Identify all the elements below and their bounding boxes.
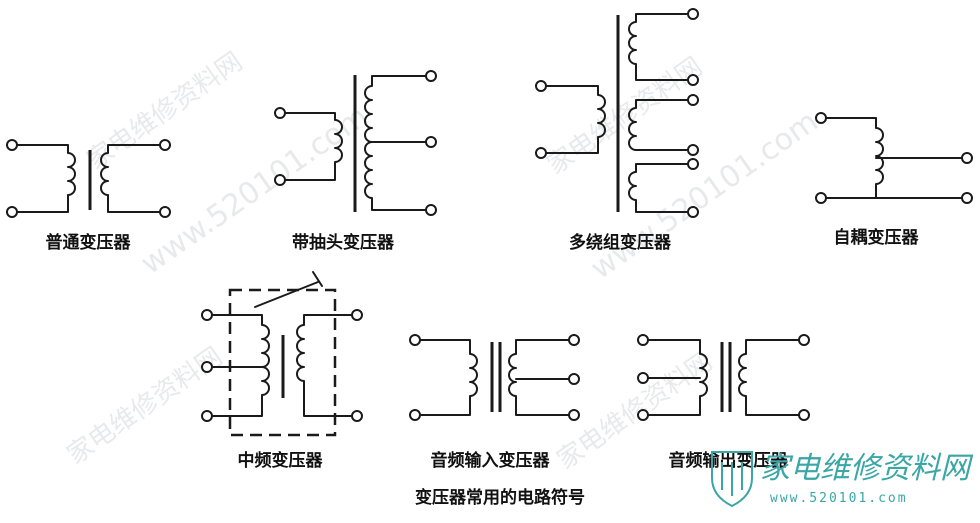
tuning-arrow (254, 281, 319, 308)
terminal (798, 334, 810, 346)
primary-winding (545, 85, 606, 154)
label-multi-winding: 多绕组变压器 (569, 232, 672, 253)
autotransformer-symbol: 自耦变压器 (815, 112, 973, 248)
terminal (687, 158, 699, 170)
terminal (687, 8, 699, 20)
terminal (425, 204, 437, 216)
primary-winding-tapped (211, 314, 270, 417)
shield-can (228, 288, 337, 437)
watermark-layer: 家电维修资料网 www.520101.com 家电维修资料网 www.52010… (62, 47, 825, 476)
site-logo: 家电维修资料网 www.520101.com (711, 451, 974, 508)
label-ordinary: 普通变压器 (46, 232, 132, 253)
secondary-winding (296, 314, 353, 417)
audio-input-transformer-symbol: 音频输入变压器 (409, 334, 580, 471)
terminal (961, 152, 973, 164)
watermark-cn-1: 家电维修资料网 (82, 47, 248, 176)
terminal (274, 107, 286, 119)
watermark-cn-2: 家电维修资料网 (542, 52, 708, 181)
secondary-winding-2 (628, 99, 689, 151)
single-winding (825, 117, 884, 199)
terminal (687, 206, 699, 218)
terminal (568, 373, 580, 385)
secondary-winding (100, 144, 161, 213)
terminal (687, 94, 699, 106)
terminal (351, 309, 363, 321)
terminal (6, 206, 18, 218)
terminal (409, 334, 421, 346)
terminal (637, 334, 649, 346)
terminal (687, 74, 699, 86)
shield-inner (721, 462, 743, 496)
primary-winding (284, 112, 343, 181)
terminal (815, 192, 827, 204)
logo-title: 家电维修资料网 (760, 451, 974, 486)
terminal (535, 80, 547, 92)
shield-icon (711, 451, 753, 508)
terminal (425, 136, 437, 148)
label-if: 中频变压器 (238, 450, 324, 471)
primary-winding-tapped (647, 339, 708, 416)
if-transformer-symbol: 中频变压器 (201, 271, 363, 471)
secondary-winding-tapped (508, 339, 570, 416)
terminal (201, 361, 213, 373)
terminal (201, 309, 213, 321)
label-tapped: 带抽头变压器 (292, 232, 395, 253)
secondary-winding-1 (628, 13, 689, 81)
multi-winding-transformer-symbol: 多绕组变压器 (535, 8, 699, 253)
terminal (6, 139, 18, 151)
terminal (535, 147, 547, 159)
tuning-arrow-head (312, 271, 323, 287)
logo-url: www.520101.com (770, 491, 908, 506)
terminal (159, 139, 171, 151)
terminal (568, 409, 580, 421)
terminal (815, 112, 827, 124)
terminal (637, 409, 649, 421)
terminal (798, 409, 810, 421)
label-auto: 自耦变压器 (834, 227, 920, 248)
terminal (425, 70, 437, 82)
terminal (961, 192, 973, 204)
terminal (274, 174, 286, 186)
primary-winding (419, 339, 478, 416)
terminal (201, 410, 213, 422)
terminal (687, 144, 699, 156)
secondary-winding-3 (628, 163, 689, 213)
terminal (637, 372, 649, 384)
audio-output-transformer-symbol: 音频输出变压器 (637, 334, 810, 471)
terminal (159, 206, 171, 218)
tapped-transformer-symbol: 带抽头变压器 (274, 70, 437, 253)
secondary-winding (738, 339, 800, 416)
terminal (409, 409, 421, 421)
watermark-url-1: www.520101.com (135, 99, 375, 282)
figure-caption: 变压器常用的电路符号 (415, 487, 585, 508)
label-audio-in: 音频输入变压器 (431, 450, 551, 471)
primary-winding (16, 144, 76, 213)
label-audio-out: 音频输出变压器 (669, 450, 789, 471)
terminal (568, 334, 580, 346)
watermark-cn-3: 家电维修资料网 (62, 342, 228, 471)
terminal (351, 410, 363, 422)
ordinary-transformer-symbol: 普通变压器 (6, 139, 171, 253)
